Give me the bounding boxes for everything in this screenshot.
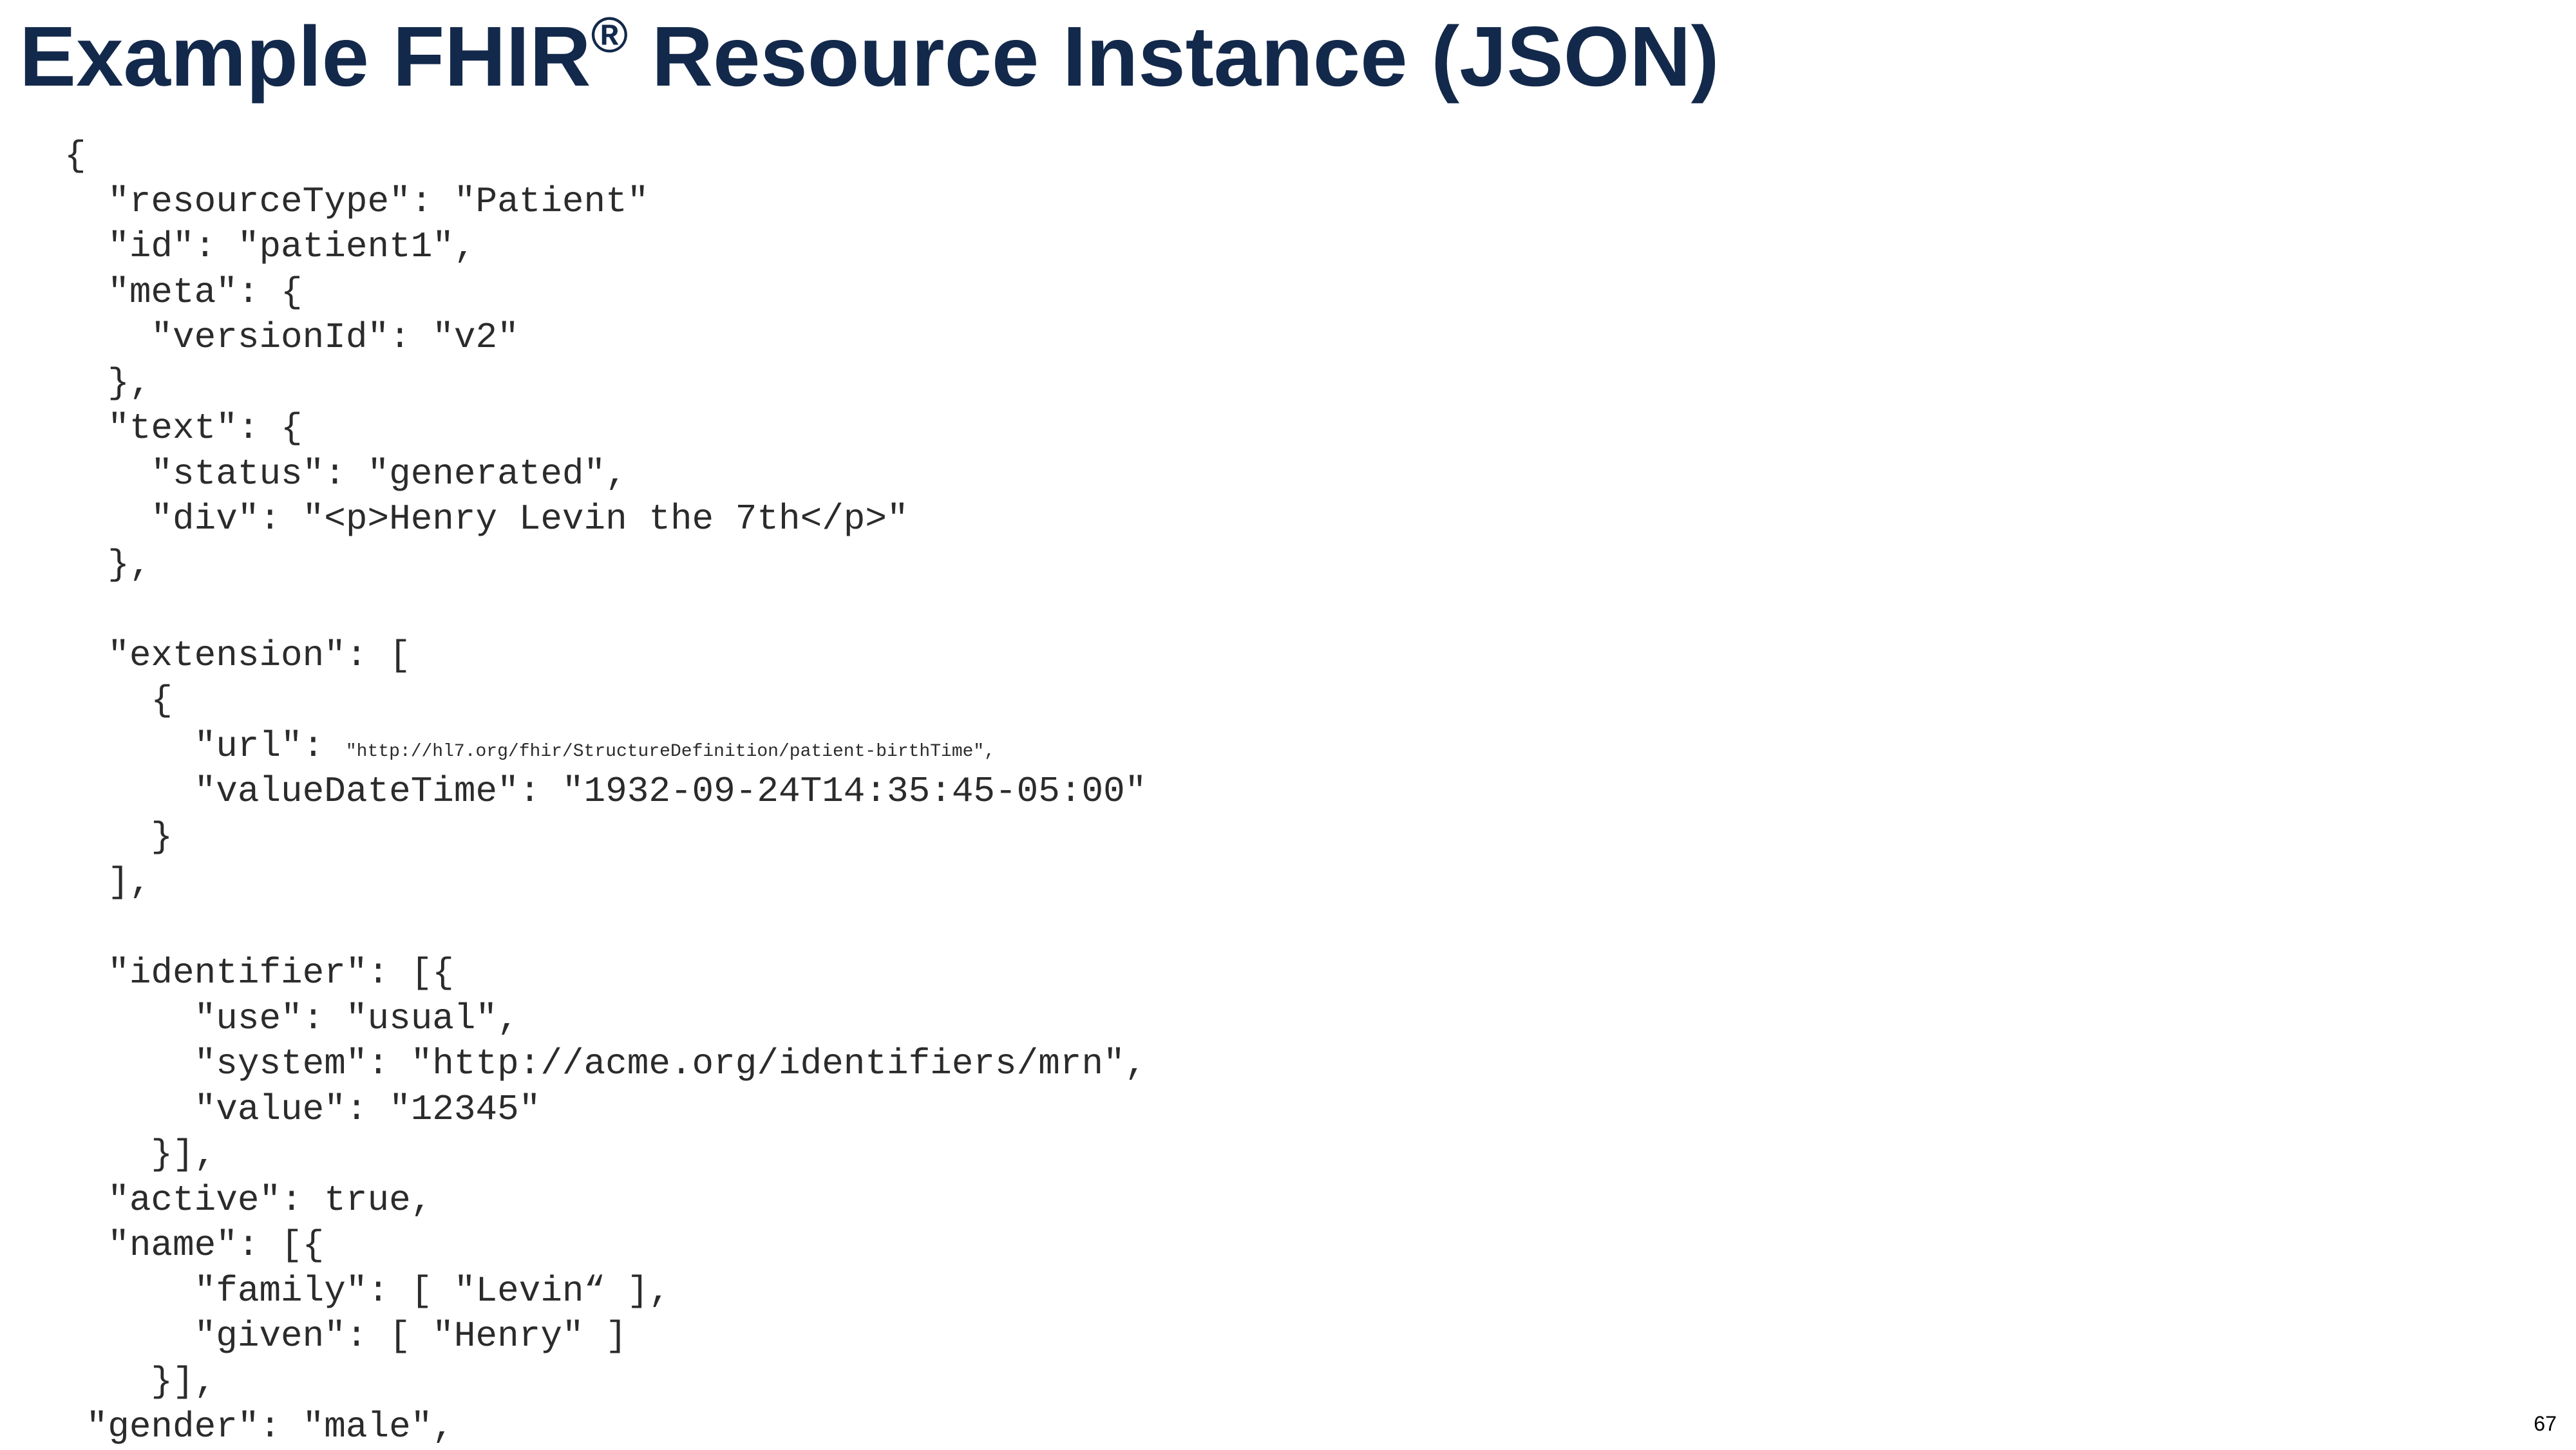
code-line: "active": true, <box>64 1179 433 1221</box>
code-line: }], <box>64 1134 216 1175</box>
code-line: "given": [ "Henry" ] <box>64 1315 627 1357</box>
code-line-blank <box>64 905 1146 951</box>
code-line: } <box>64 816 173 858</box>
code-line: }, <box>64 543 151 585</box>
slide-title: Example FHIR® Resource Instance (JSON) <box>19 5 1719 120</box>
registered-mark: ® <box>591 6 629 63</box>
code-line: { <box>64 135 86 176</box>
code-line: "status": "generated", <box>64 453 627 494</box>
code-line: "name": [{ <box>64 1225 325 1266</box>
url-value: "http://hl7.org/fhir/StructureDefinition… <box>345 741 996 762</box>
code-line: "family": [ "Levin“ ], <box>64 1270 670 1312</box>
slide-title-rest: Resource Instance (JSON) <box>628 9 1719 104</box>
code-line-blank <box>64 587 1146 633</box>
code-line: "extension": [ <box>64 634 411 676</box>
code-line: "versionId": "v2" <box>64 317 519 358</box>
page-number: 67 <box>2533 1412 2557 1435</box>
code-line: "div": "<p>Henry Levin the 7th</p>" <box>64 498 909 540</box>
slide-title-main: Example FHIR <box>19 9 591 104</box>
json-code-block: { "resourceType": "Patient" "id": "patie… <box>64 133 1146 1450</box>
code-line: "value": "12345" <box>64 1088 541 1130</box>
code-line: "text": { <box>64 408 303 449</box>
code-line: }, <box>64 362 151 404</box>
code-line: }], <box>64 1361 216 1402</box>
url-key: "url": <box>64 725 346 767</box>
code-line: "use": "usual", <box>64 997 519 1039</box>
code-line: "valueDateTime": "1932-09-24T14:35:45-05… <box>64 771 1147 812</box>
code-line: { <box>64 680 173 721</box>
code-line: "meta": { <box>64 271 303 313</box>
code-line: "identifier": [{ <box>64 952 454 993</box>
code-line-url: "url": "http://hl7.org/fhir/StructureDef… <box>64 724 1146 769</box>
code-line: "system": "http://acme.org/identifiers/m… <box>64 1043 1147 1084</box>
code-line: "resourceType": "Patient" <box>64 180 649 222</box>
code-line: "gender": "male", <box>64 1406 454 1447</box>
code-line: ], <box>64 862 151 903</box>
code-line: "id": "patient1", <box>64 226 476 267</box>
